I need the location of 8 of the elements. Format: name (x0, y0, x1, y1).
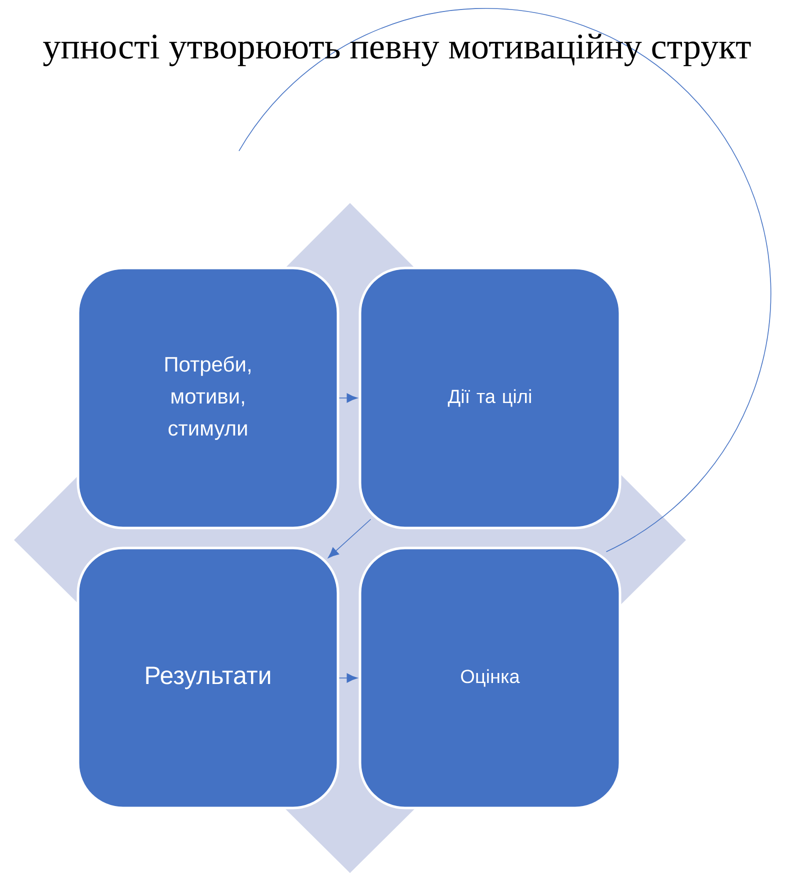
process-box: Потреби, мотиви, стимули (76, 266, 340, 530)
arrow (338, 673, 358, 683)
process-box: Результати (76, 546, 340, 810)
arrow (338, 393, 358, 403)
arc-line (238, 8, 772, 552)
process-box: Оцінка (358, 546, 622, 810)
arrow (328, 518, 372, 558)
process-box: Дії та цілі (358, 266, 622, 530)
